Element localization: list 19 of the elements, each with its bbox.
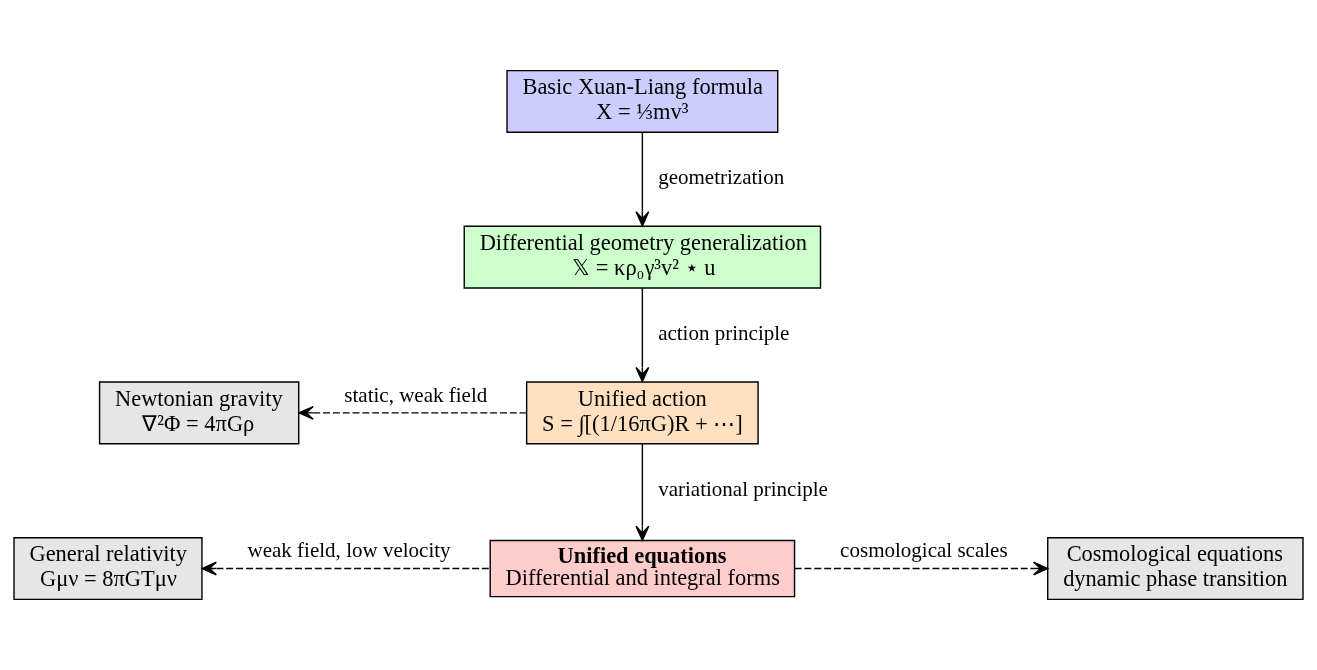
node-box: General relativity Gμν = 8πGTμν bbox=[13, 536, 203, 601]
arrow bbox=[794, 561, 1049, 576]
edge-label: static, weak field bbox=[344, 382, 488, 407]
edge-label: geometrization bbox=[658, 165, 785, 190]
node-box: Cosmological equations dynamic phase transition bbox=[1047, 536, 1304, 601]
arrow bbox=[201, 561, 491, 576]
edge-label: cosmological scales bbox=[840, 538, 1008, 563]
arrow bbox=[635, 287, 650, 383]
edge-label: weak field, low velocity bbox=[247, 538, 451, 563]
arrow bbox=[635, 131, 650, 227]
node-box: Unified action S = ∫[(1/16πG)R + ⋯] bbox=[525, 381, 759, 445]
arrow bbox=[298, 405, 528, 420]
node-box: Differential geometry generalization 𝕏 = κρ₀γ³v² ⋆ u bbox=[463, 225, 822, 289]
edge-label: variational principle bbox=[658, 476, 828, 501]
node-box: Unified equations Differential and integral forms bbox=[489, 539, 796, 598]
edge-label: action principle bbox=[658, 320, 790, 345]
arrow bbox=[635, 443, 650, 541]
node-box: Basic Xuan-Liang formula X = ⅓mv³ bbox=[506, 69, 779, 133]
node-box: Newtonian gravity ∇²Φ = 4πGρ bbox=[98, 381, 300, 445]
